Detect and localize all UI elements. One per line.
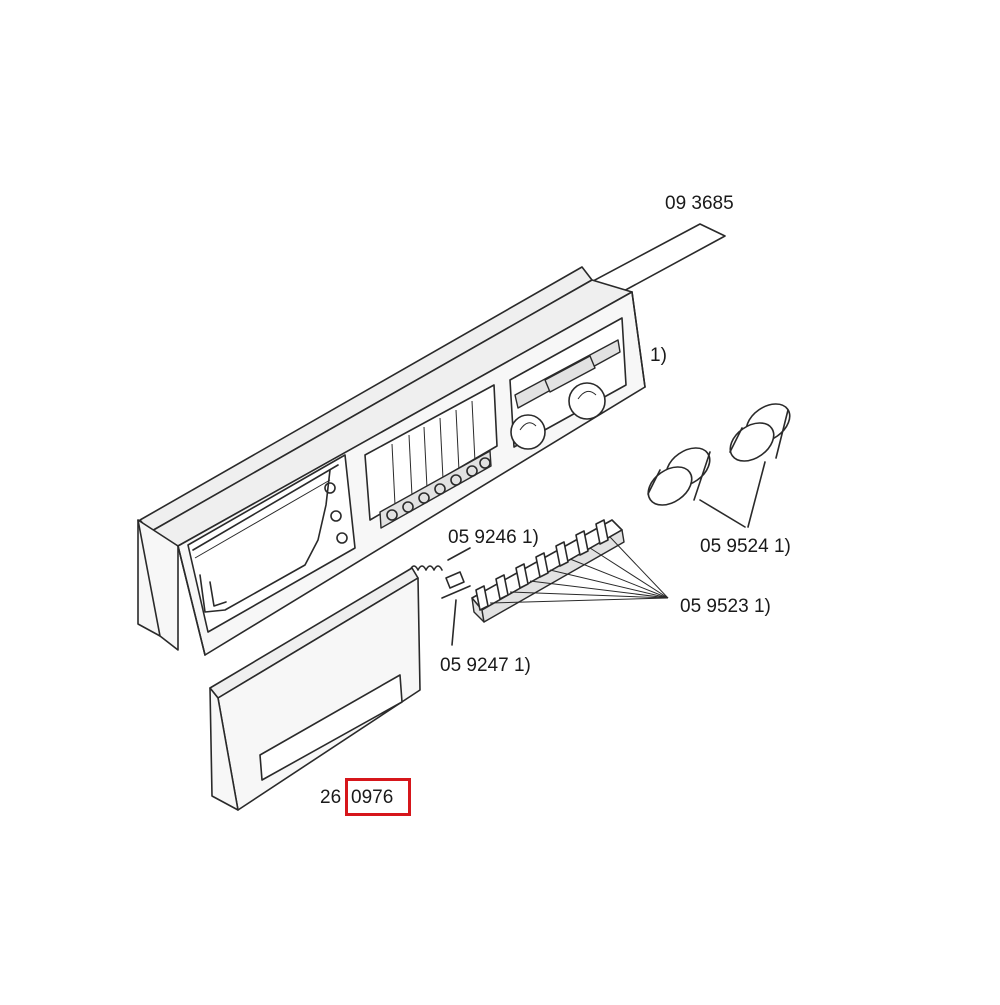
buttons-part-number: 05 9523 1) xyxy=(680,596,771,617)
drawer-front-part-suffix: 0976 xyxy=(351,787,394,808)
pin-part-number: 05 9247 1) xyxy=(440,655,531,676)
push-buttons-part xyxy=(471,519,669,623)
drawer-front-part xyxy=(209,567,421,811)
control-panel-part xyxy=(137,266,646,656)
spring-part-number: 05 9246 1) xyxy=(448,527,539,548)
spring-pin-part xyxy=(409,547,471,646)
knobs-part-number: 05 9524 1) xyxy=(700,536,791,557)
strip-part-number: 09 3685 xyxy=(665,193,734,214)
panel-footnote-label: 1) xyxy=(650,345,667,366)
knobs-part xyxy=(647,403,791,528)
drawer-front-highlight-box xyxy=(345,778,411,816)
drawer-front-part-prefix: 26 xyxy=(320,787,342,808)
